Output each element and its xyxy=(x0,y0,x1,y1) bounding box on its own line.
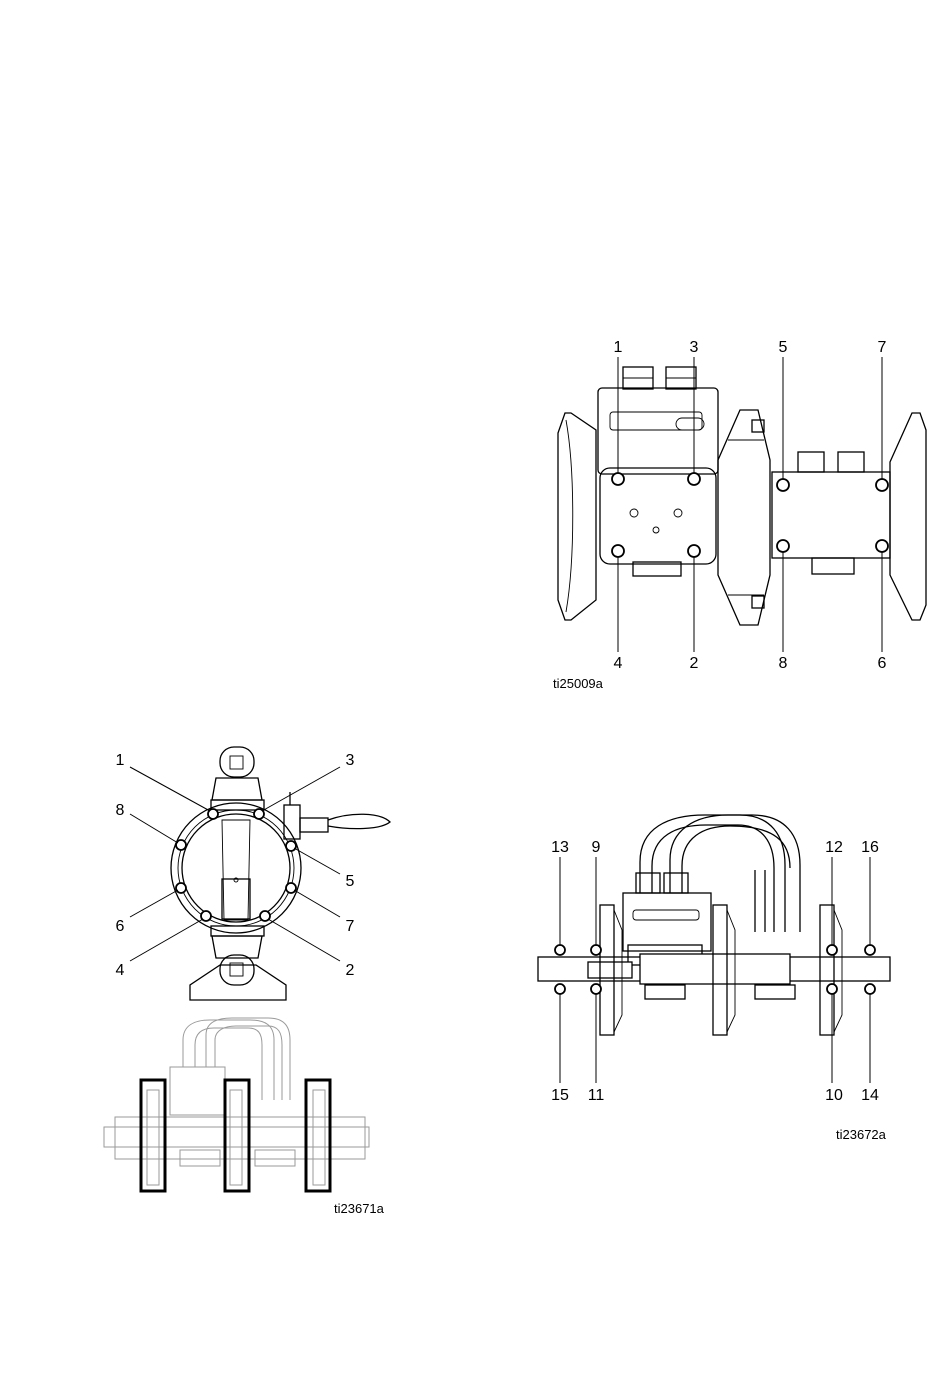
callout-label: 14 xyxy=(861,1087,879,1104)
callout-label: 7 xyxy=(346,918,355,935)
callout-label: 12 xyxy=(825,839,843,856)
highlight-box xyxy=(141,1080,165,1191)
callout-label: 3 xyxy=(690,339,699,356)
callout-label: 13 xyxy=(551,839,569,856)
figure-ti23671a: 1 8 6 4 3 5 7 2 ti23671a xyxy=(104,747,390,1216)
callout-label: 4 xyxy=(614,655,623,672)
callout-label: 1 xyxy=(614,339,623,356)
callout-label: 6 xyxy=(116,918,125,935)
highlight-box xyxy=(225,1080,249,1191)
callout-label: 1 xyxy=(116,752,125,769)
callout-label: 15 xyxy=(551,1087,569,1104)
figure-ti23672a: 13 9 12 16 15 11 10 14 ti23672a xyxy=(538,815,890,1142)
callout-label: 9 xyxy=(592,839,601,856)
callout-label: 5 xyxy=(779,339,788,356)
figure-ti25009a: 1 3 5 7 4 2 8 6 ti25009a xyxy=(553,339,926,691)
callout-label: 4 xyxy=(116,962,125,979)
figure-id: ti23672a xyxy=(836,1127,887,1142)
callout-label: 3 xyxy=(346,752,355,769)
callout-label: 7 xyxy=(878,339,887,356)
figure-id: ti23671a xyxy=(334,1201,385,1216)
callout-label: 2 xyxy=(690,655,699,672)
callout-label: 16 xyxy=(861,839,879,856)
callout-label: 5 xyxy=(346,873,355,890)
highlight-box xyxy=(306,1080,330,1191)
callout-label: 10 xyxy=(825,1087,843,1104)
callout-label: 8 xyxy=(116,802,125,819)
figure-id: ti25009a xyxy=(553,676,604,691)
callout-label: 6 xyxy=(878,655,887,672)
callout-label: 11 xyxy=(588,1087,605,1104)
callout-label: 2 xyxy=(346,962,355,979)
callout-label: 8 xyxy=(779,655,788,672)
